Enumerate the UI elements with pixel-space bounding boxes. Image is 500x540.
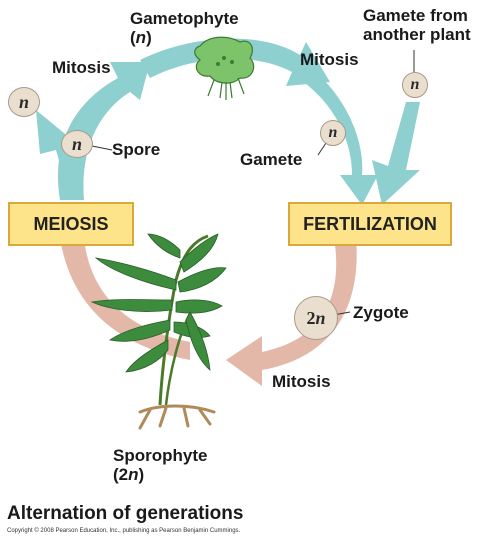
ploidy-number: 2 xyxy=(306,307,316,328)
spore-release-arrow xyxy=(36,110,80,200)
haploid-cycle-arrow xyxy=(57,62,150,200)
meiosis-box: MEIOSIS xyxy=(8,202,134,246)
ploidy-label: n xyxy=(315,307,326,328)
sporophyte-label: Sporophyte (2n) xyxy=(113,446,208,484)
gamete-from-another-plant-label: Gamete from another plant xyxy=(363,6,471,44)
copyright-notice: Copyright © 2008 Pearson Education, Inc.… xyxy=(7,528,241,534)
fertilization-box: FERTILIZATION xyxy=(288,202,452,246)
haploid-cycle-arrow-top xyxy=(140,38,330,86)
ploidy-label: n xyxy=(18,91,29,112)
incoming-gamete-arrow xyxy=(372,102,420,205)
meiosis-label: MEIOSIS xyxy=(33,213,109,234)
incoming-gamete-cell: n xyxy=(402,72,428,98)
sporophyte-ploidy: n xyxy=(128,465,139,484)
zygote-label: Zygote xyxy=(353,303,409,322)
gamete-from-line1: Gamete from xyxy=(363,6,468,25)
gametophyte-ploidy: n xyxy=(135,28,147,47)
mitosis-label-bottom: Mitosis xyxy=(272,372,331,391)
spore-cell-released: n xyxy=(8,87,40,117)
haploid-cycle-arrow-right xyxy=(292,60,378,205)
gamete-from-line2: another plant xyxy=(363,25,471,44)
mitosis-label-top-right: Mitosis xyxy=(300,50,359,69)
gametophyte-label: Gametophyte (n) xyxy=(130,9,239,47)
ploidy-label: n xyxy=(71,133,82,154)
spore-label: Spore xyxy=(112,140,161,159)
sporophyte-ploidy-number: 2 xyxy=(118,465,129,484)
spore-pointer-line xyxy=(91,145,113,151)
diploid-cycle-arrow xyxy=(226,238,357,386)
figure-caption: Alternation of generations xyxy=(7,503,244,524)
gamete-cell: n xyxy=(320,120,346,146)
gamete-label: Gamete xyxy=(240,150,303,169)
gametophyte-text: Gametophyte xyxy=(130,9,239,28)
fern-sporophyte-illustration xyxy=(90,233,227,430)
ploidy-label: n xyxy=(328,124,338,141)
sporophyte-text: Sporophyte xyxy=(113,446,208,465)
ploidy-label: n xyxy=(410,76,420,93)
mitosis-label-top-left: Mitosis xyxy=(52,58,111,77)
spore-cell: n xyxy=(61,130,93,158)
fertilization-label: FERTILIZATION xyxy=(303,213,437,234)
gametophyte-illustration xyxy=(194,36,255,100)
